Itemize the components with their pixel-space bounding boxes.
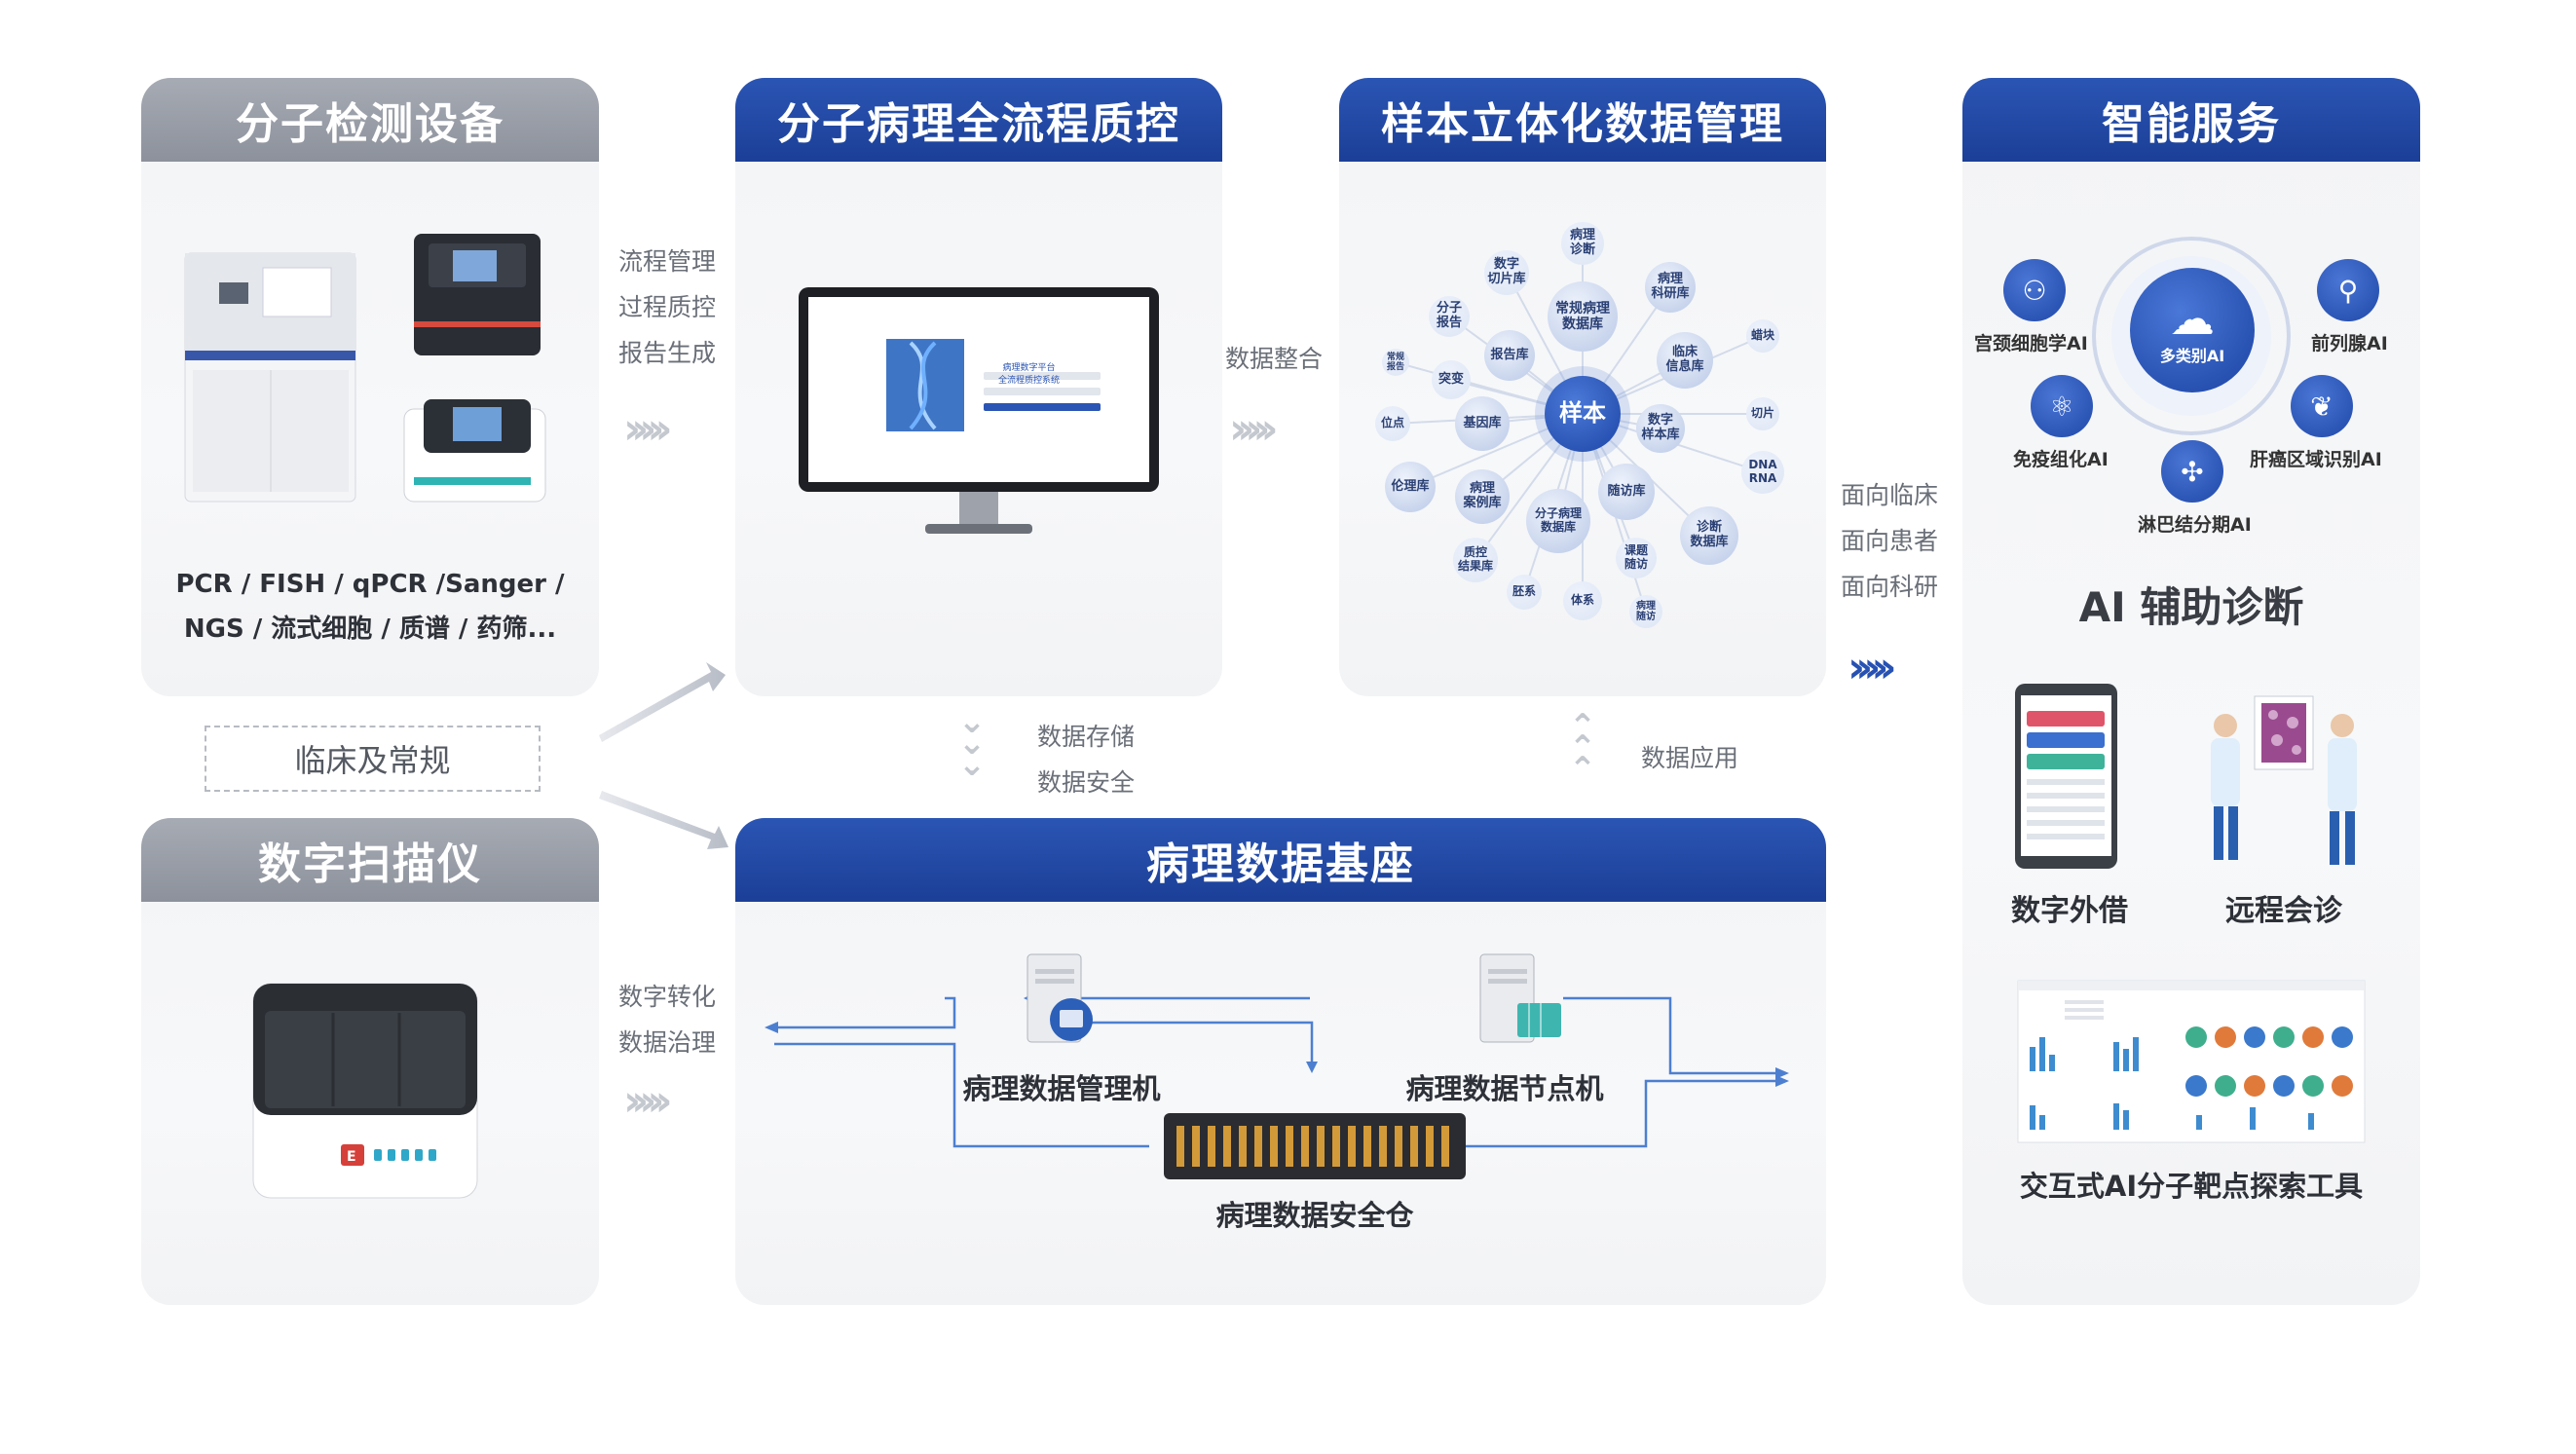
bubble-item: 分子病理 数据库: [1526, 489, 1590, 553]
panel-title: 智能服务: [1962, 78, 2420, 162]
data-flow-lines: [765, 992, 1789, 1148]
panel-qc: 分子病理全流程质控 病理数字平台 全流程质控系统: [735, 78, 1222, 696]
panel-sample-mgmt: 样本立体化数据管理 病理 诊断数字 切片库 病理 科研库常规病理 数据库 分子 报告…: [1339, 78, 1826, 696]
facing-label-patients: 面向患者: [1841, 527, 1939, 555]
panel-title: 病理数据基座: [735, 818, 1826, 902]
panel-title: 样本立体化数据管理: [1339, 78, 1826, 162]
panel-title: 分子病理全流程质控: [735, 78, 1222, 162]
arrow-to-base: [599, 791, 728, 849]
immuno-molecule-icon: ⚛: [2031, 375, 2093, 437]
chevron-right-icon: ›››››: [1229, 404, 1279, 454]
data-application-label: 数据应用: [1641, 744, 1739, 772]
bubble-item: 病理 科研库: [1645, 262, 1696, 313]
flow-label-data-governance: 数据治理: [618, 1028, 717, 1057]
bubble-item: 病理 诊断: [1561, 222, 1604, 265]
node-server-icon: [1479, 953, 1561, 1043]
prostate-icon: ⚲: [2317, 259, 2379, 321]
facing-label-clinical: 面向临床: [1841, 481, 1939, 509]
ai-center-label: 多类别AI: [2159, 347, 2225, 365]
bubble-item: 切片: [1746, 397, 1779, 430]
flow-label-report-generation: 报告生成: [618, 339, 717, 367]
digital-lending-phone-image: [2015, 684, 2117, 869]
bubble-item: 数字 样本库: [1636, 404, 1685, 453]
secure-vault-icon: [1164, 1113, 1466, 1179]
cervical-cell-icon: ⚇: [2003, 259, 2066, 321]
equipment-caption-line2: NGS / 流式细胞 / 质谱 / 药筛...: [183, 615, 557, 644]
panel-data-base: 病理数据基座 病理数据管理机 病理数据节点机 病理数据安全仓: [735, 818, 1826, 1305]
flow-label-process-qc: 过程质控: [618, 293, 717, 321]
cloud-icon: ☁: [2170, 292, 2215, 345]
node-server-label: 病理数据节点机: [1405, 1072, 1604, 1105]
liver-icon: ❦: [2291, 375, 2353, 437]
ai-label-immuno: 免疫组化AI: [2013, 449, 2109, 470]
equipment-caption-line1: PCR / FISH / qPCR /Sanger /: [175, 570, 565, 599]
ai-label-prostate: 前列腺AI: [2311, 333, 2388, 354]
scanner-device-image: E: [252, 983, 478, 1199]
bubble-item: 基因库: [1455, 396, 1510, 451]
panel-digital-scanner: 数字扫描仪 E: [141, 818, 599, 1305]
management-server-icon: [1027, 953, 1093, 1043]
bubble-item: 质控 结果库: [1453, 538, 1498, 582]
ai-center-badge: ☁ 多类别AI: [2130, 268, 2255, 392]
storage-labels: 数据存储 数据安全: [1037, 714, 1135, 805]
lab-instruments-image: [184, 234, 546, 503]
chevron-up-icon: ⌃⌃⌃: [1568, 707, 1597, 789]
remote-consult-image: [2211, 695, 2357, 865]
bubble-item: 病理 随访: [1629, 595, 1662, 628]
secure-vault-label: 病理数据安全仓: [1215, 1199, 1414, 1232]
bubble-item: 蜡块: [1746, 319, 1779, 353]
flow-top-labels: 流程管理 过程质控 报告生成: [618, 239, 716, 376]
chevron-down-icon: ⌄⌄⌄: [957, 702, 987, 784]
ai-label-liver: 肝癌区域识别AI: [2250, 449, 2382, 470]
arrow-to-qc: [599, 662, 726, 742]
monitor-login-title: 病理数字平台 全流程质控系统: [998, 363, 1061, 386]
clinical-routine-box: 临床及常规: [205, 726, 541, 792]
interactive-tool-label: 交互式AI分子靶点探索工具: [2019, 1170, 2364, 1203]
lymph-node-icon: ✣: [2161, 440, 2223, 503]
bubble-item: 数字 切片库: [1484, 250, 1529, 295]
bubble-item: 课题 随访: [1616, 538, 1657, 578]
interactive-tool-dashboard-image: [2017, 980, 2366, 1143]
bubble-item: 常规病理 数据库: [1548, 281, 1618, 352]
bubble-item: 分子 报告: [1429, 296, 1470, 337]
bubble-item: 临床 信息库: [1657, 332, 1713, 389]
facing-labels: 面向临床 面向患者 面向科研: [1841, 472, 1938, 610]
bubble-item: 位点: [1375, 406, 1410, 441]
bubble-item: 随访库: [1598, 464, 1655, 520]
bubble-item: 胚系: [1507, 575, 1542, 610]
storage-label-storage: 数据存储: [1037, 723, 1136, 751]
bubble-item: DNA RNA: [1741, 451, 1784, 494]
bubble-item: 诊断 数据库: [1680, 506, 1738, 565]
flow-label-process-management: 流程管理: [618, 247, 717, 276]
bubble-item: 伦理库: [1385, 462, 1436, 512]
bubble-item: 常规 报告: [1382, 349, 1409, 376]
bubble-item: 突变: [1432, 360, 1471, 399]
flow-bottom-labels: 数字转化 数据治理: [618, 974, 716, 1065]
panel-title: 分子检测设备: [141, 78, 599, 162]
chevron-right-icon: ›››››: [623, 1076, 673, 1126]
panel-smart-service: 智能服务 ☁ 多类别AI ⚇ 宫颈细胞学AI ⚲ 前列腺AI ⚛ 免疫组化AI …: [1962, 78, 2420, 1305]
storage-label-security: 数据安全: [1037, 768, 1136, 797]
management-server-label: 病理数据管理机: [962, 1072, 1161, 1105]
digital-lending-label: 数字外借: [2011, 894, 2128, 928]
ai-diagnosis-title: AI 辅助诊断: [2078, 583, 2304, 631]
svg-text:E: E: [347, 1149, 356, 1165]
chevron-right-icon: ›››››: [623, 404, 673, 454]
facing-label-research: 面向科研: [1841, 573, 1939, 601]
qc-monitor-image: [799, 287, 1159, 534]
flow-label-digital-conversion: 数字转化: [618, 983, 717, 1011]
data-integration-label: 数据整合: [1225, 345, 1324, 373]
bubble-item: 病理 案例库: [1455, 469, 1510, 524]
bubble-center-sample: 样本: [1545, 376, 1621, 452]
ai-label-lymph: 淋巴结分期AI: [2138, 514, 2252, 536]
remote-consult-label: 远程会诊: [2225, 894, 2342, 928]
ai-label-cervical: 宫颈细胞学AI: [1974, 333, 2088, 354]
bubble-item: 报告库: [1484, 330, 1535, 381]
chevron-right-icon: ›››››: [1848, 643, 1897, 692]
clinical-routine-label: 临床及常规: [294, 742, 451, 779]
panel-title: 数字扫描仪: [141, 818, 599, 902]
bubble-item: 体系: [1563, 581, 1602, 620]
panel-molecular-devices: 分子检测设备 PCR / FISH / qPCR /Sanger / NGS /…: [141, 78, 599, 696]
